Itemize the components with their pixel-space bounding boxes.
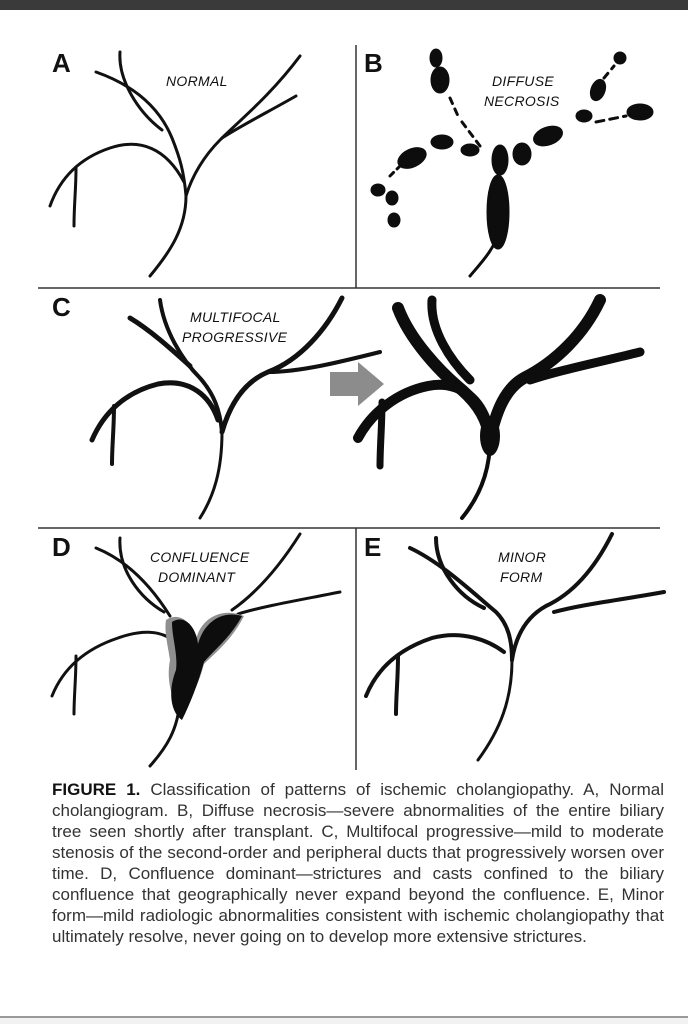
- bottom-bar: [0, 1016, 688, 1024]
- panel-e-title-line2: FORM: [500, 569, 542, 585]
- panel-dividers: [38, 45, 660, 770]
- figure-caption: FIGURE 1. Classification of patterns of …: [52, 779, 664, 947]
- panel-e-title-line1: MINOR: [498, 549, 546, 565]
- panel-a: A NORMAL: [48, 48, 302, 278]
- top-status-bar: [0, 0, 688, 10]
- panel-c-title-line1: MULTIFOCAL: [190, 309, 281, 325]
- panel-e-letter: E: [364, 532, 381, 562]
- panel-e: E MINOR FORM: [364, 532, 666, 762]
- figure-1-illustration: A NORMAL B DIFFUSE NECROSIS: [38, 45, 666, 770]
- panel-e-duct-tree: [364, 532, 666, 762]
- panel-a-letter: A: [52, 48, 71, 78]
- panel-b-title-line1: DIFFUSE: [492, 73, 554, 89]
- caption-text: Classification of patterns of ischemic c…: [52, 780, 665, 946]
- panel-b-necrotic-tree: [370, 48, 654, 278]
- panel-d-stricture-black: [171, 614, 242, 720]
- panel-d-letter: D: [52, 532, 71, 562]
- panel-b-letter: B: [364, 48, 383, 78]
- bottom-rule: [0, 1016, 688, 1018]
- panel-c-left-tree: [89, 295, 382, 520]
- panel-b-title-line2: NECROSIS: [484, 93, 560, 109]
- panel-c-letter: C: [52, 292, 71, 322]
- progression-arrow-icon: [330, 362, 384, 406]
- panel-d: D CONFLUENCE DOMINANT: [50, 532, 342, 768]
- panel-a-title: NORMAL: [166, 73, 228, 89]
- panel-b: B DIFFUSE NECROSIS: [364, 48, 654, 278]
- panel-c: C MULTIFOCAL PROGRESSIVE: [52, 292, 645, 520]
- caption-label: FIGURE 1.: [52, 780, 141, 799]
- panel-c-title-line2: PROGRESSIVE: [182, 329, 288, 345]
- panel-c-right-tree: [353, 294, 645, 520]
- panel-d-title-line2: DOMINANT: [158, 569, 236, 585]
- panel-d-title-line1: CONFLUENCE: [150, 549, 250, 565]
